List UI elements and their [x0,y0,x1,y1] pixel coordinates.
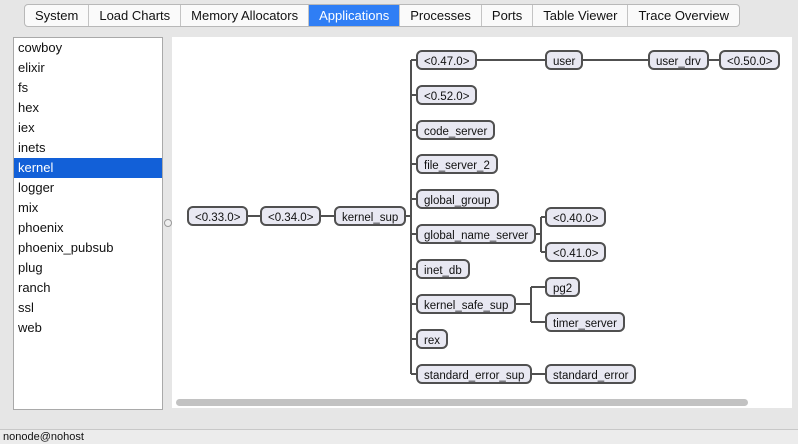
tab-applications[interactable]: Applications [309,5,401,26]
app-item-ranch[interactable]: ranch [18,280,51,295]
tree-edges [248,59,719,375]
tree-node-0-47-0[interactable]: <0.47.0> [416,50,478,70]
app-item-plug[interactable]: plug [18,260,43,275]
tree-node-global-group[interactable]: global_group [416,189,499,209]
app-item-web[interactable]: web [18,320,42,335]
application-list[interactable]: cowboy elixir fs hex iex inets kernel lo… [13,37,163,410]
process-tree-canvas[interactable]: <0.33.0> <0.34.0> kernel_sup <0.47.0> us… [172,37,792,408]
tree-node-0-40-0[interactable]: <0.40.0> [545,207,607,227]
tab-system[interactable]: System [25,5,90,26]
tree-node-code-server[interactable]: code_server [416,120,496,140]
tree-node-standard-error-sup[interactable]: standard_error_sup [416,364,533,384]
tree-node-user-drv[interactable]: user_drv [648,50,709,70]
app-item-kernel[interactable]: kernel [14,158,162,178]
tree-node-0-50-0[interactable]: <0.50.0> [719,50,781,70]
tab-memory-allocators[interactable]: Memory Allocators [181,5,310,26]
app-item-logger[interactable]: logger [18,180,55,195]
app-item-inets[interactable]: inets [18,140,46,155]
tree-node-0-34-0[interactable]: <0.34.0> [260,206,322,226]
status-bar: nonode@nohost [0,429,798,444]
tree-node-standard-error[interactable]: standard_error [545,364,637,384]
app-item-hex[interactable]: hex [18,100,39,115]
tree-node-timer-server[interactable]: timer_server [545,312,625,332]
scrollbar-thumb[interactable] [176,399,748,406]
tree-node-pg2[interactable]: pg2 [545,277,581,297]
tree-node-kernel-safe-sup[interactable]: kernel_safe_sup [416,294,517,314]
tree-node-file-server-2[interactable]: file_server_2 [416,154,498,174]
tab-table-viewer[interactable]: Table Viewer [533,5,629,26]
splitter-handle[interactable] [164,219,172,227]
node-name: nonode@nohost [3,431,84,443]
app-item-phoenix-pubsub[interactable]: phoenix_pubsub [18,240,114,255]
tab-load-charts[interactable]: Load Charts [89,5,182,26]
app-item-cowboy[interactable]: cowboy [18,40,63,55]
horizontal-scrollbar[interactable] [174,397,786,407]
tree-node-0-41-0[interactable]: <0.41.0> [545,242,607,262]
app-item-iex[interactable]: iex [18,120,35,135]
app-item-mix[interactable]: mix [18,200,39,215]
tab-trace-overview[interactable]: Trace Overview [638,8,729,23]
tab-ports[interactable]: Ports [482,5,534,26]
app-item-ssl[interactable]: ssl [18,300,34,315]
app-item-phoenix[interactable]: phoenix [18,220,64,235]
app-item-fs[interactable]: fs [18,80,29,95]
tree-node-kernel-sup[interactable]: kernel_sup [334,206,407,226]
tree-node-global-name-server[interactable]: global_name_server [416,224,537,244]
tree-node-user[interactable]: user [545,50,584,70]
tab-bar: System Load Charts Memory Allocators App… [24,4,740,27]
tree-node-inet-db[interactable]: inet_db [416,259,470,279]
tree-node-0-33-0[interactable]: <0.33.0> [187,206,249,226]
tree-node-0-52-0[interactable]: <0.52.0> [416,85,478,105]
app-item-elixir[interactable]: elixir [18,60,45,75]
tab-processes[interactable]: Processes [400,5,482,26]
tree-node-rex[interactable]: rex [416,329,448,349]
